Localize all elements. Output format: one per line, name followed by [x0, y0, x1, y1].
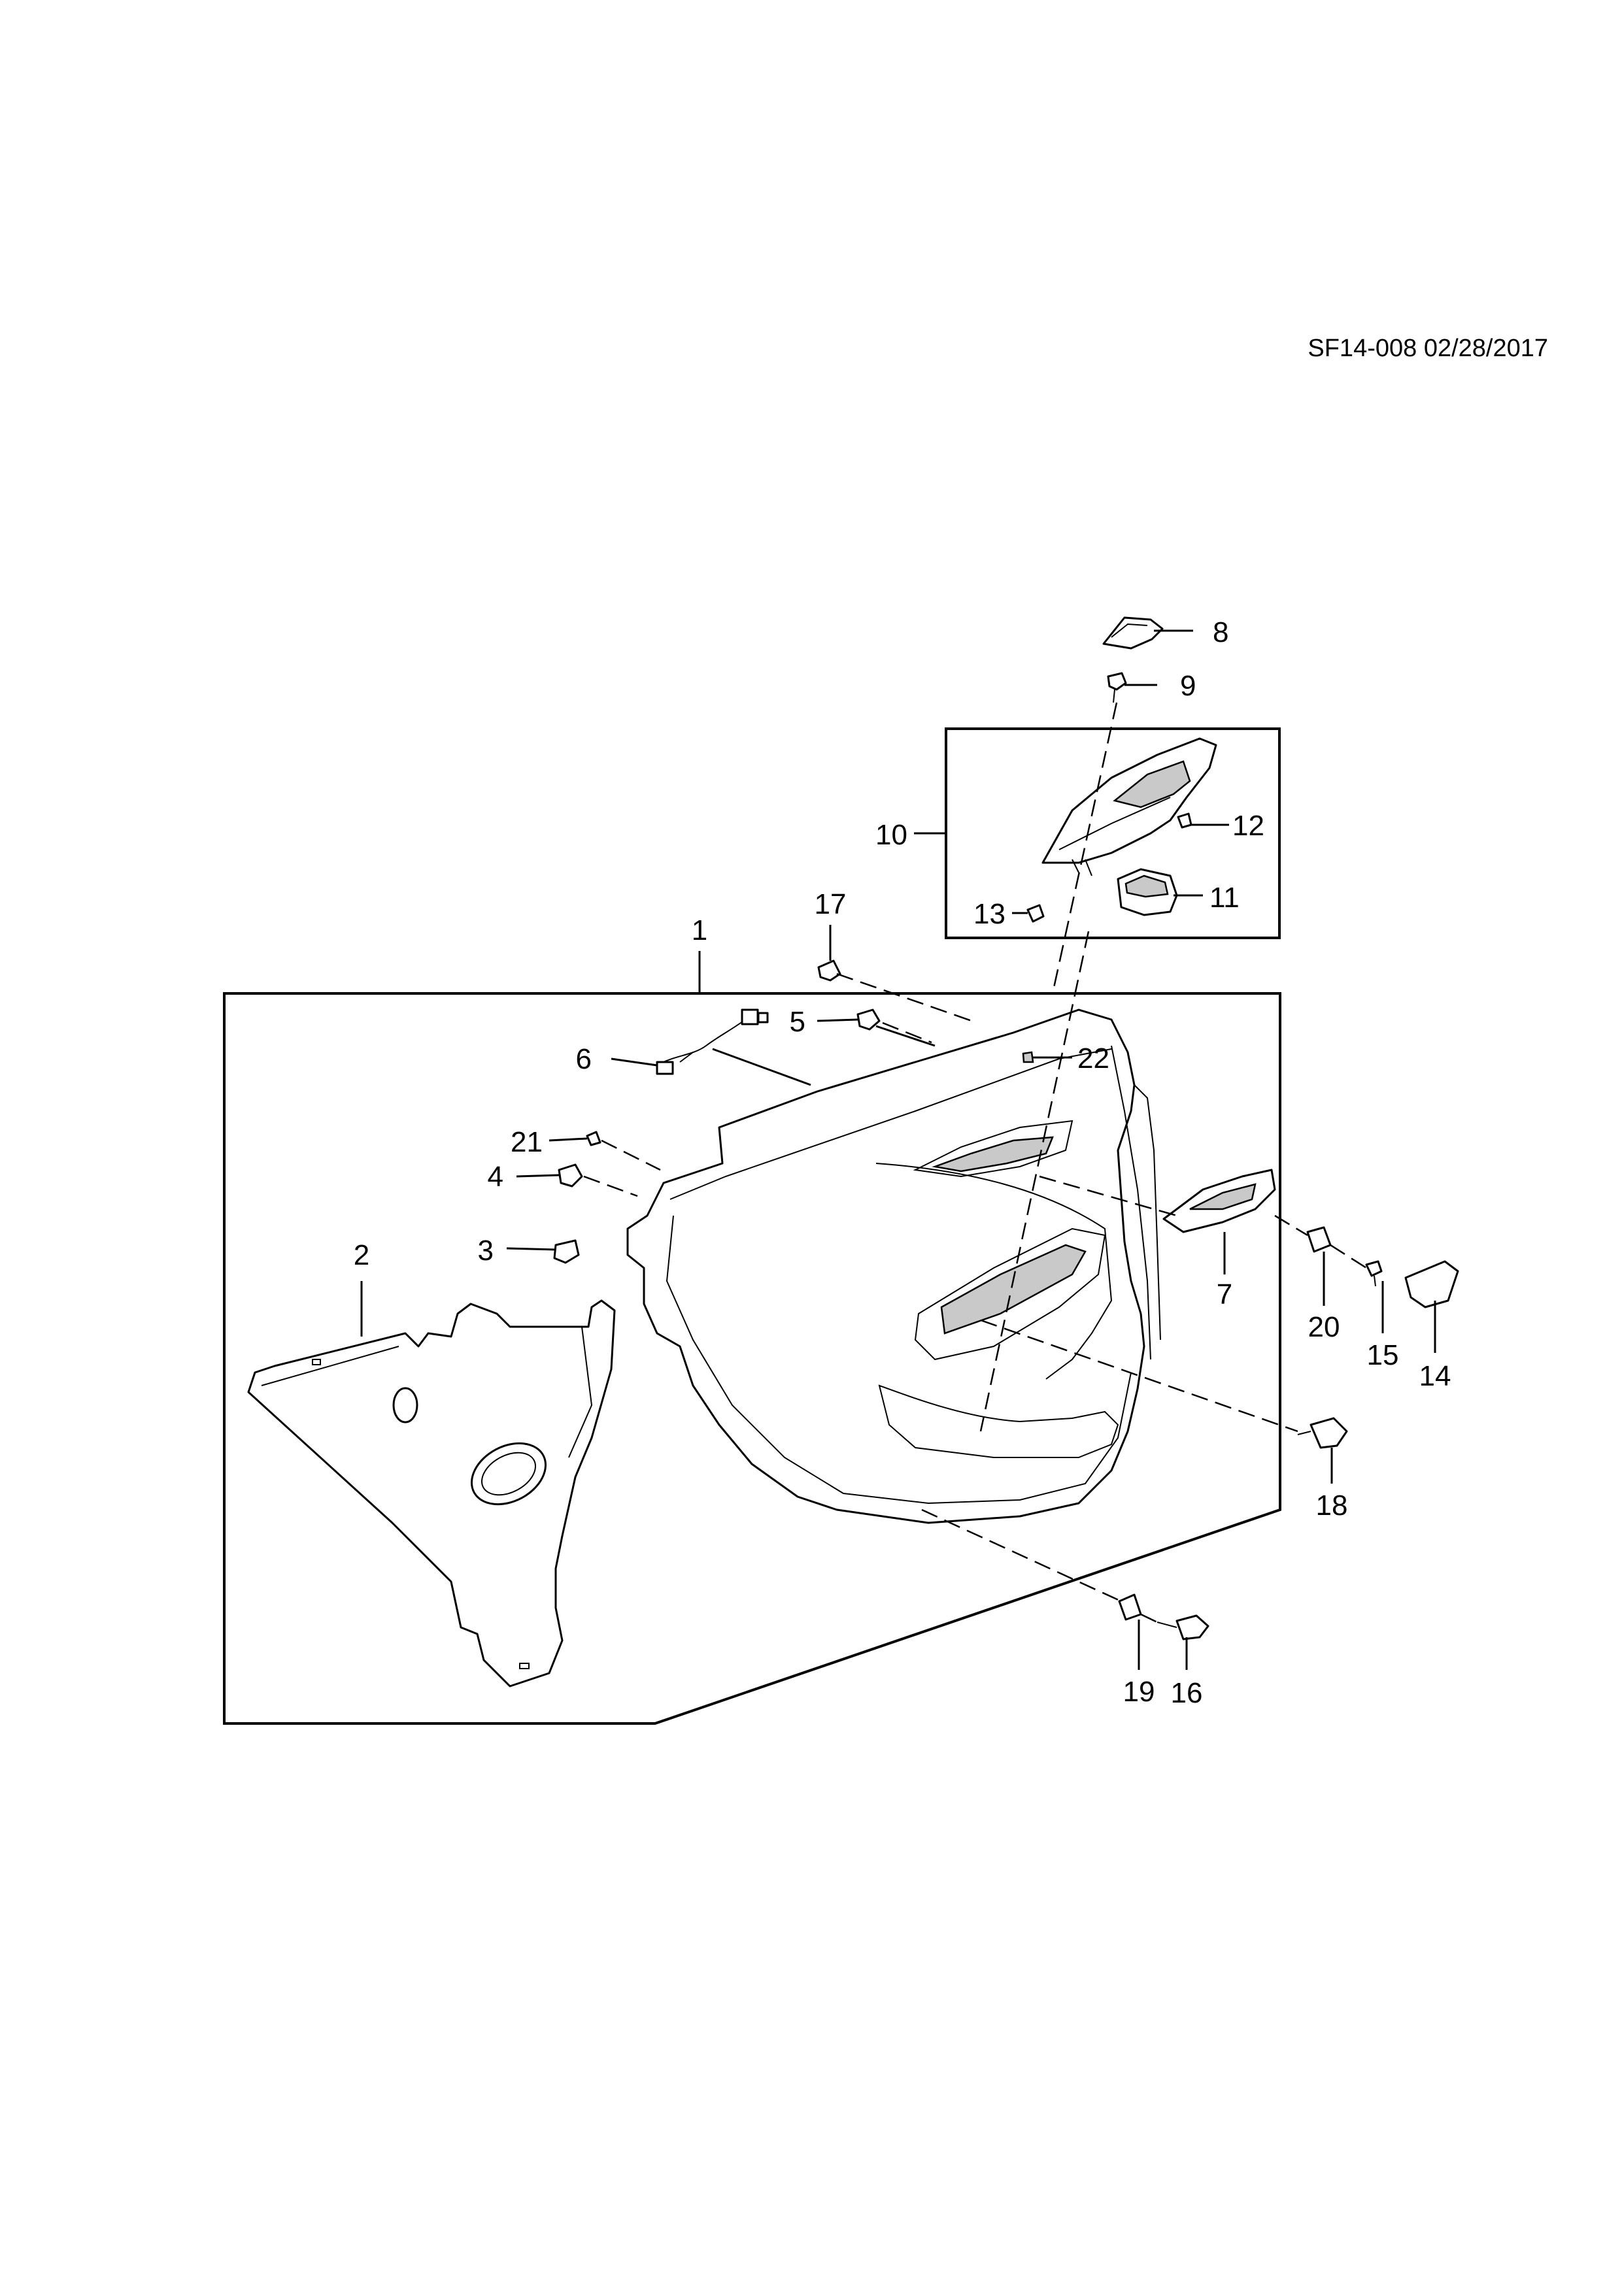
reference-code: SF14-008 02/28/2017	[1308, 335, 1548, 362]
callout-5: 5	[790, 1006, 805, 1038]
callout-9: 9	[1180, 670, 1196, 702]
leader-6	[611, 1057, 658, 1067]
door-trim-pull-cup	[914, 1227, 1106, 1361]
leader-6b	[712, 1048, 811, 1086]
callout-16: 16	[1171, 1677, 1203, 1709]
callout-19: 19	[1123, 1676, 1155, 1708]
handle-cap-8	[1102, 616, 1164, 650]
clip-13	[1026, 904, 1045, 923]
door-trim-handle-bezel	[913, 1120, 1073, 1178]
leader-5	[817, 1018, 858, 1022]
callout-3: 3	[478, 1235, 494, 1267]
callout-18: 18	[1316, 1489, 1348, 1522]
insulator-edge	[261, 1326, 593, 1458]
switch-bezel-window	[1113, 760, 1191, 808]
callout-22: 22	[1077, 1042, 1109, 1074]
callout-4: 4	[488, 1161, 503, 1193]
assembly-line	[979, 931, 1090, 1432]
assembly-line	[583, 1175, 638, 1197]
insulator-hole-large-inner	[481, 1452, 537, 1496]
bolt-18-shank	[1297, 1431, 1311, 1435]
assembly-frame	[223, 992, 1281, 1725]
door-trim-panel	[626, 1008, 1145, 1524]
assembly-line	[1140, 1613, 1158, 1623]
callout-6: 6	[576, 1043, 592, 1075]
wiring-harness	[656, 1019, 746, 1066]
callout-13: 13	[973, 898, 1005, 930]
assembly-line	[601, 1139, 661, 1171]
retainer-22	[1022, 1051, 1034, 1063]
nut-19	[1118, 1593, 1142, 1621]
callout-2: 2	[354, 1239, 369, 1271]
assembly-line	[1330, 1244, 1367, 1269]
insulator-slot	[519, 1663, 530, 1669]
clip-17	[817, 959, 841, 982]
screw-9	[1107, 672, 1127, 691]
door-trim-pull-cup-recess	[940, 1244, 1087, 1335]
handle-cap-8-inner	[1111, 623, 1148, 638]
insulator-hole-small	[392, 1387, 418, 1423]
harness-connector-upper	[741, 1008, 759, 1025]
callout-10: 10	[875, 819, 907, 851]
assembly-line	[980, 1319, 1298, 1433]
bolt-16-shank	[1157, 1622, 1177, 1628]
leader-21	[549, 1137, 588, 1142]
callout-17: 17	[815, 888, 847, 920]
callout-1: 1	[692, 914, 707, 946]
pull-handle-7-insert	[1189, 1183, 1257, 1210]
push-pin-4	[558, 1163, 583, 1188]
screw-15	[1365, 1260, 1383, 1277]
insulator-hole-large	[470, 1442, 547, 1506]
screw-9-shank	[1113, 689, 1115, 703]
cap-14	[1404, 1260, 1459, 1308]
callout-20: 20	[1308, 1311, 1340, 1343]
door-trim-pocket	[878, 1384, 1119, 1458]
door-trim-side-strip	[1111, 1045, 1151, 1360]
callout-14: 14	[1419, 1360, 1451, 1392]
callout-8: 8	[1213, 616, 1228, 648]
callout-7: 7	[1217, 1278, 1232, 1310]
callout-21: 21	[511, 1126, 543, 1158]
push-pin-5	[856, 1008, 881, 1031]
bolt-16	[1175, 1614, 1209, 1640]
door-trim-seal-edge	[1134, 1084, 1161, 1340]
callout-11: 11	[1209, 882, 1240, 914]
switch-bezel-ribs	[1058, 797, 1171, 876]
assembly-line	[1274, 1214, 1308, 1237]
callout-15: 15	[1367, 1339, 1399, 1371]
clip-12	[1177, 812, 1192, 829]
screw-15-shank	[1374, 1275, 1376, 1287]
harness-connector-upper-tab	[757, 1012, 769, 1023]
leader-4	[516, 1174, 560, 1178]
window-switch-11-face	[1124, 874, 1169, 898]
callout-12: 12	[1232, 810, 1264, 842]
door-trim-handle-recess	[932, 1136, 1054, 1173]
insulator-slot	[312, 1359, 321, 1365]
leader-3	[506, 1247, 556, 1251]
door-trim-inner-edge	[666, 1048, 1132, 1505]
insulator-panel	[247, 1299, 616, 1688]
nut-20	[1306, 1226, 1332, 1253]
bolt-18	[1309, 1417, 1348, 1449]
wiring-harness-branch	[679, 1052, 694, 1063]
harness-connector-lower	[656, 1061, 674, 1075]
assembly-line	[921, 1508, 1122, 1603]
leader-5b	[875, 1025, 936, 1047]
clip-3	[553, 1239, 580, 1264]
assembly-line	[882, 1022, 932, 1044]
clip-21	[586, 1131, 601, 1146]
